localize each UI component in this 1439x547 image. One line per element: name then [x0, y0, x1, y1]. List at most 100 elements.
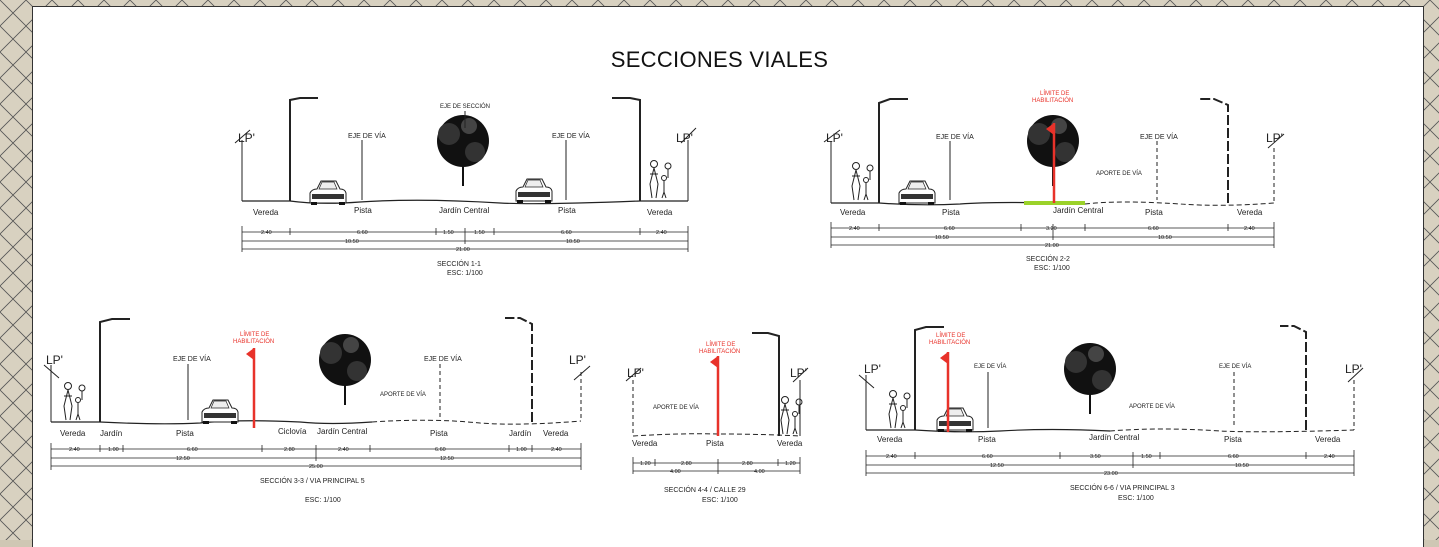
drawing-label: 2.40: [69, 447, 80, 453]
drawing-label: 2.40: [886, 454, 897, 460]
drawing-label: 2.80: [742, 461, 753, 467]
drawing-label: Pista: [1145, 208, 1163, 217]
drawing-label: ESC: 1/100: [1034, 265, 1070, 272]
car-icon: [936, 407, 974, 433]
lp-left-label: LP': [238, 131, 255, 145]
drawing-label: 6.60: [357, 230, 368, 236]
drawing-label: 25.00: [309, 464, 323, 470]
drawing-label: Jardín Central: [317, 427, 367, 436]
drawing-label: 1.20: [640, 461, 651, 467]
limit-flag-icon: [244, 346, 256, 430]
drawing-label: Pista: [706, 439, 724, 448]
drawing-label: 4.00: [754, 469, 765, 475]
drawing-sheet: [32, 6, 1424, 547]
drawing-label: 6.60: [982, 454, 993, 460]
drawing-label: 12.50: [440, 456, 454, 462]
drawing-label: 10.50: [935, 235, 949, 241]
pedestrians-icon: [851, 162, 874, 201]
section-1-1: LP' LP' EJE DE VÍA EJE DE VÍA EJE DE SEC…: [234, 97, 697, 277]
drawing-label: 1.00: [516, 447, 527, 453]
drawing-label: APORTE DE VÍA: [1096, 170, 1142, 177]
eje-via-label: EJE DE VÍA: [348, 131, 386, 140]
drawing-label: LP': [864, 362, 881, 376]
tree-icon: [1064, 343, 1116, 414]
drawing-label: 1.50: [443, 230, 454, 236]
drawing-label: 10.50: [1158, 235, 1172, 241]
drawing-label: Ciclovía: [278, 427, 307, 436]
drawing-label: 10.50: [1235, 463, 1249, 469]
drawing-label: EJE DE VÍA: [424, 354, 462, 363]
drawing-label: Vereda: [632, 439, 658, 448]
pedestrians-icon: [780, 396, 803, 435]
drawing-label: LÍMITE DE: [1040, 90, 1069, 97]
zone-label: Jardín Central: [439, 206, 489, 215]
car-icon: [898, 180, 936, 206]
tree-icon: [437, 115, 489, 186]
drawing-label: Vereda: [1237, 208, 1263, 217]
drawing-label: EJE DE VÍA: [936, 132, 974, 141]
drawing-label: 2.40: [1324, 454, 1335, 460]
drawing-label: 21.00: [456, 247, 470, 253]
drawing-label: APORTE DE VÍA: [380, 391, 426, 398]
drawing-label: SECCIÓN 2-2: [1026, 254, 1070, 263]
drawing-label: ESC: 1/100: [305, 497, 341, 504]
pedestrians-icon: [888, 390, 911, 429]
lp-right-label: LP': [676, 131, 693, 145]
drawing-label: LÍMITE DE: [240, 331, 269, 338]
drawing-label: 2.40: [338, 447, 349, 453]
drawing-label: LP': [790, 366, 807, 380]
drawing-label: ESC: 1/100: [1118, 495, 1154, 502]
drawing-label: 2.80: [681, 461, 692, 467]
zone-label: Pista: [354, 206, 372, 215]
drawing-label: Vereda: [877, 435, 903, 444]
drawing-label: 23.00: [1104, 471, 1118, 477]
drawing-label: APORTE DE VÍA: [653, 404, 699, 411]
drawing-label: 1.00: [108, 447, 119, 453]
drawing-label: Vereda: [777, 439, 803, 448]
limit-flag-icon: [708, 354, 720, 438]
drawing-label: 2.40: [656, 230, 667, 236]
drawing-label: 1.50: [474, 230, 485, 236]
car-icon: [201, 399, 239, 425]
drawing-label: LP': [1266, 131, 1283, 145]
tree-icon: [319, 334, 371, 405]
drawing-label: 1.20: [785, 461, 796, 467]
drawing-label: 3.50: [1090, 454, 1101, 460]
drawing-label: Vereda: [60, 429, 86, 438]
drawing-label: 2.40: [261, 230, 272, 236]
drawing-label: SECCIÓN 6-6 / VIA PRINCIPAL 3: [1070, 483, 1175, 492]
drawing-label: HABILITACIÓN: [233, 338, 274, 345]
section-3-3: LP' LP' EJE DE VÍA EJE DE VÍA LÍMITE DE …: [43, 317, 591, 504]
drawing-label: HABILITACIÓN: [929, 339, 970, 346]
drawing-label: 2.40: [1244, 226, 1255, 232]
drawing-label: 2.80: [284, 447, 295, 453]
drawing-label: Vereda: [1315, 435, 1341, 444]
pedestrians-icon: [63, 382, 86, 421]
drawing-label: Pista: [176, 429, 194, 438]
section-2-2: LP' LP' EJE DE VÍA EJE DE VÍA LÍMITE DE …: [823, 90, 1285, 272]
drawing-label: 6.60: [561, 230, 572, 236]
zone-label: Vereda: [647, 208, 673, 217]
drawing-label: 12.50: [990, 463, 1004, 469]
drawing-label: EJE DE VÍA: [1140, 132, 1178, 141]
drawing-label: LP': [627, 366, 644, 380]
drawing-label: 6.60: [187, 447, 198, 453]
pedestrians-icon: [649, 160, 672, 199]
section-6-6: LP' LP' EJE DE VÍA EJE DE VÍA LÍMITE DE …: [858, 325, 1364, 502]
zone-label: Vereda: [253, 208, 279, 217]
drawing-label: Pista: [978, 435, 996, 444]
drawing-label: 21.00: [1045, 243, 1059, 249]
drawing-label: SECCIÓN 4-4 / CALLE 29: [664, 485, 746, 494]
drawing-label: Jardín: [100, 429, 122, 438]
drawing-label: APORTE DE VÍA: [1129, 403, 1175, 410]
drawing-label: HABILITACIÓN: [1032, 97, 1073, 104]
section-caption: SECCIÓN 1-1: [437, 259, 481, 268]
drawing-label: LP': [1345, 362, 1362, 376]
drawing-label: 3.20: [1046, 226, 1057, 232]
drawing-label: Vereda: [840, 208, 866, 217]
drawing-label: 2.40: [551, 447, 562, 453]
drawing-label: 4.00: [670, 469, 681, 475]
drawing-label: 6.60: [435, 447, 446, 453]
eje-via-label: EJE DE VÍA: [552, 131, 590, 140]
